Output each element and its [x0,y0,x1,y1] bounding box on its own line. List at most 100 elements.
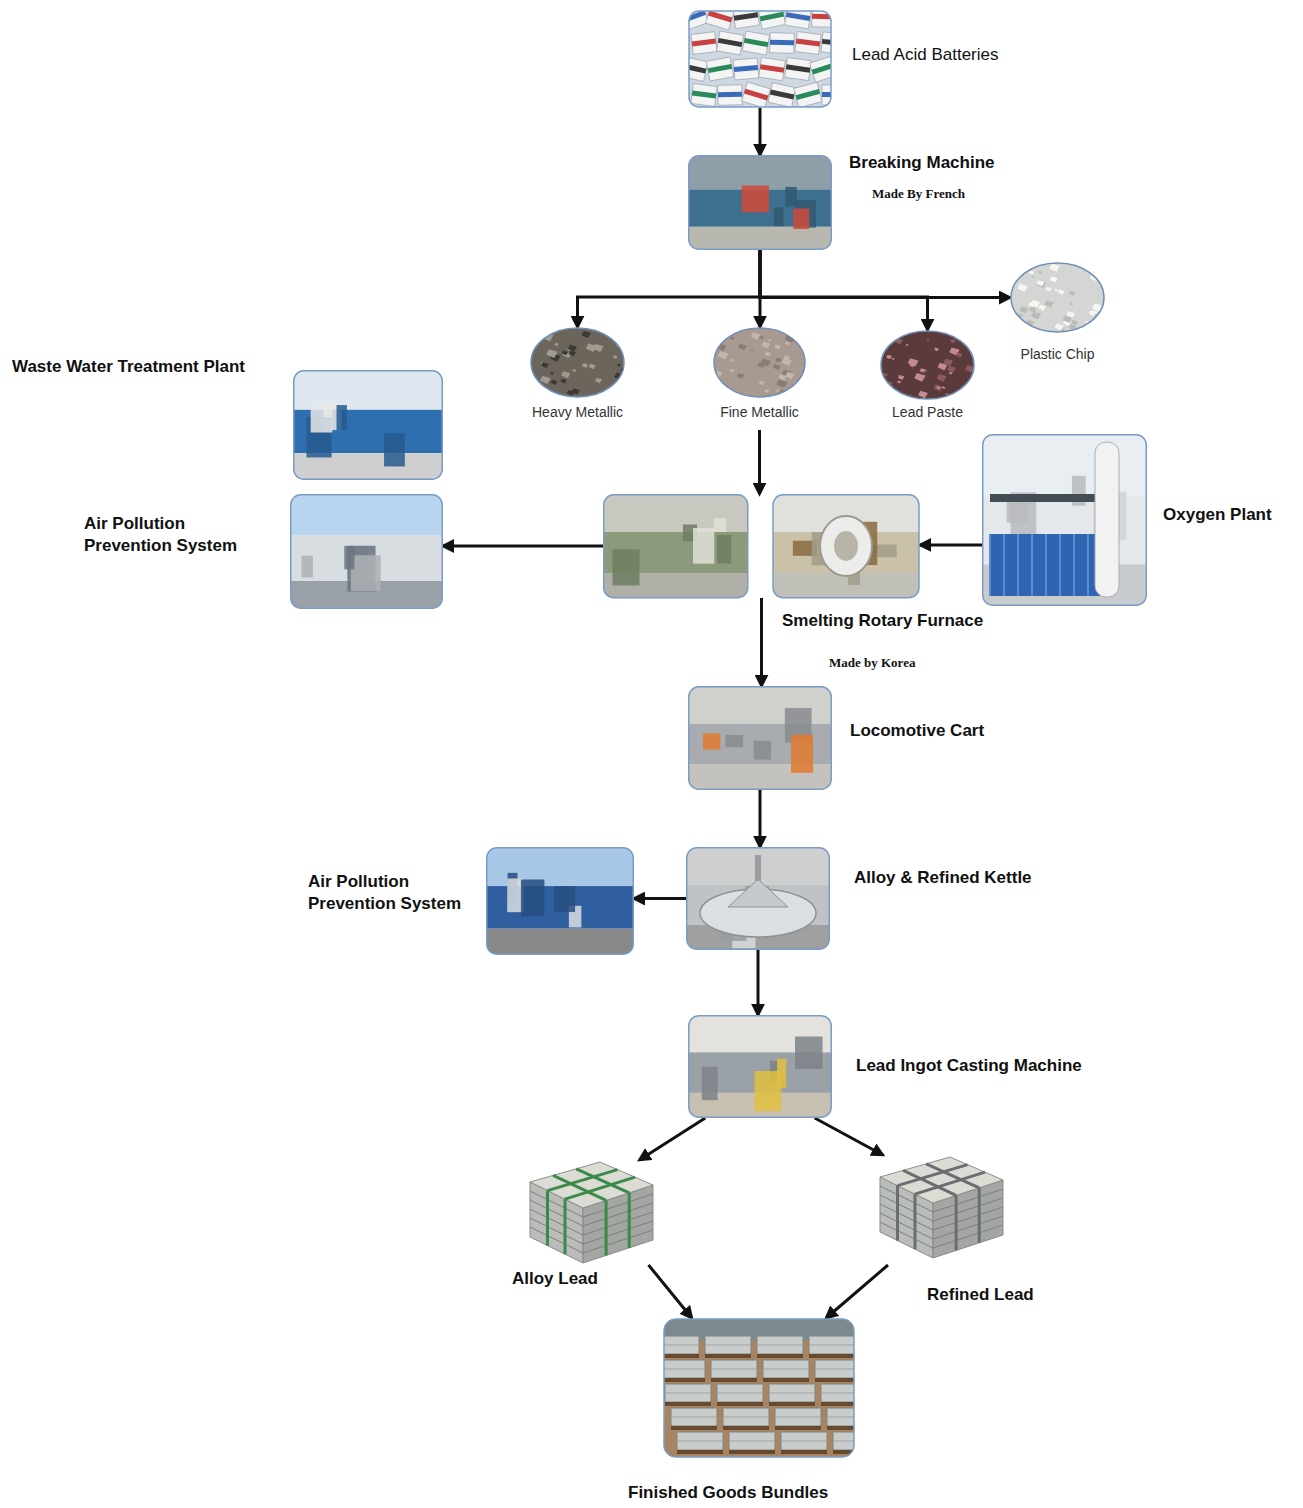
material-grain [718,351,729,359]
node-label: Fine Metallic [720,403,799,421]
ingot-layer [583,1212,653,1235]
pallet [717,1402,763,1406]
photo-placeholder [291,495,443,609]
material-circle: Heavy Metallic [530,327,625,398]
material-grain [554,343,559,346]
node-sublabel: Made by Korea [829,655,915,672]
node-label: Alloy & Refined Kettle [854,867,1032,889]
material-grain [898,396,907,403]
ingot-bundle [664,1360,705,1378]
material-grain [1019,306,1028,313]
material-grain [751,332,761,339]
ingot-layer [530,1227,583,1253]
node-label: Heavy Metallic [532,403,623,421]
photo-sky [604,495,748,532]
material-grain [1066,311,1075,318]
material-grain [785,372,794,379]
strap [546,1191,549,1246]
material-grain [1080,331,1089,338]
battery-pile [689,11,831,107]
photo-placeholder [294,371,443,480]
photo-detail [337,405,347,430]
material-grain [776,389,780,392]
node-illustration [290,494,443,609]
battery-icon [742,82,771,107]
material-grain [949,372,953,375]
photo-detail [1007,501,1028,522]
photo-detail [612,549,639,585]
material-grain [1038,271,1042,274]
fence-rib [1031,534,1033,596]
material-grain [531,391,535,394]
material-grain [550,372,554,375]
photo-detail [311,406,333,433]
strap [955,1195,958,1250]
battery-icon [691,84,717,107]
material-grain [550,380,557,385]
photo-sky [291,495,443,536]
fence-rib [1087,534,1089,596]
node-illustration [688,1015,832,1118]
material-grain [730,336,734,339]
pallet [677,1450,723,1454]
ingot-bundle [757,1336,803,1354]
process-photo: Lead Ingot Casting Machine [688,1015,832,1118]
material-grain [737,373,745,379]
material-grain [568,345,577,352]
material-grain [956,352,963,357]
sample-outline [531,328,624,397]
process-photo: Air Pollution Prevention System [486,847,634,955]
process-photo: Air Pollution Prevention System [290,494,443,609]
process-photo: Waste Water Treatment Plant [293,370,443,480]
material-grain [602,394,609,399]
material-grain [785,334,796,342]
ingot-layer [583,1230,653,1253]
material-grain [1089,323,1099,331]
photo-detail [693,528,714,564]
material-sample [880,330,975,400]
material-grain [562,350,568,355]
photo-detail [774,207,784,226]
ingot-layer [583,1221,653,1244]
material-grain [880,387,888,393]
flow-arrow [649,1265,692,1318]
battery-icon [770,33,795,54]
material-grain [729,359,733,362]
material-grain [884,333,887,336]
ingot-bundle [809,1336,854,1354]
ingot-line [821,1393,854,1394]
node-label: Locomotive Cart [850,720,984,742]
photo-frame [689,156,832,250]
pallet [671,1426,717,1430]
material-grain [540,376,551,384]
process-photo: Finished Goods Bundles [663,1318,855,1458]
photo-sky [687,848,830,885]
material-grain [615,390,626,398]
material-grain [951,397,960,404]
node-illustration [880,330,975,400]
material-grain [1050,276,1058,282]
pallet [809,1354,854,1358]
ingot-line [723,1417,769,1418]
ingot-bundle [821,1384,854,1402]
battery-icon [733,11,760,29]
ingot-bundle [677,1432,723,1450]
strap [978,1188,981,1243]
node-illustration [525,1160,655,1265]
material-grain [1018,322,1023,326]
node-label: Plastic Chip [1021,345,1095,363]
battery-icon [689,57,708,82]
material-grain [768,339,771,342]
ingot-bundle [705,1336,751,1354]
material-grain [908,358,919,366]
material-grain [960,333,970,340]
material-grain [581,331,591,338]
sample-outline [1011,263,1104,332]
photo-placeholder [689,687,832,790]
material-grain [774,344,781,349]
ingot-line [809,1345,854,1346]
node-illustration [1010,262,1105,333]
strap [565,1177,635,1199]
material-grain [942,386,946,389]
battery-icon [785,11,812,29]
